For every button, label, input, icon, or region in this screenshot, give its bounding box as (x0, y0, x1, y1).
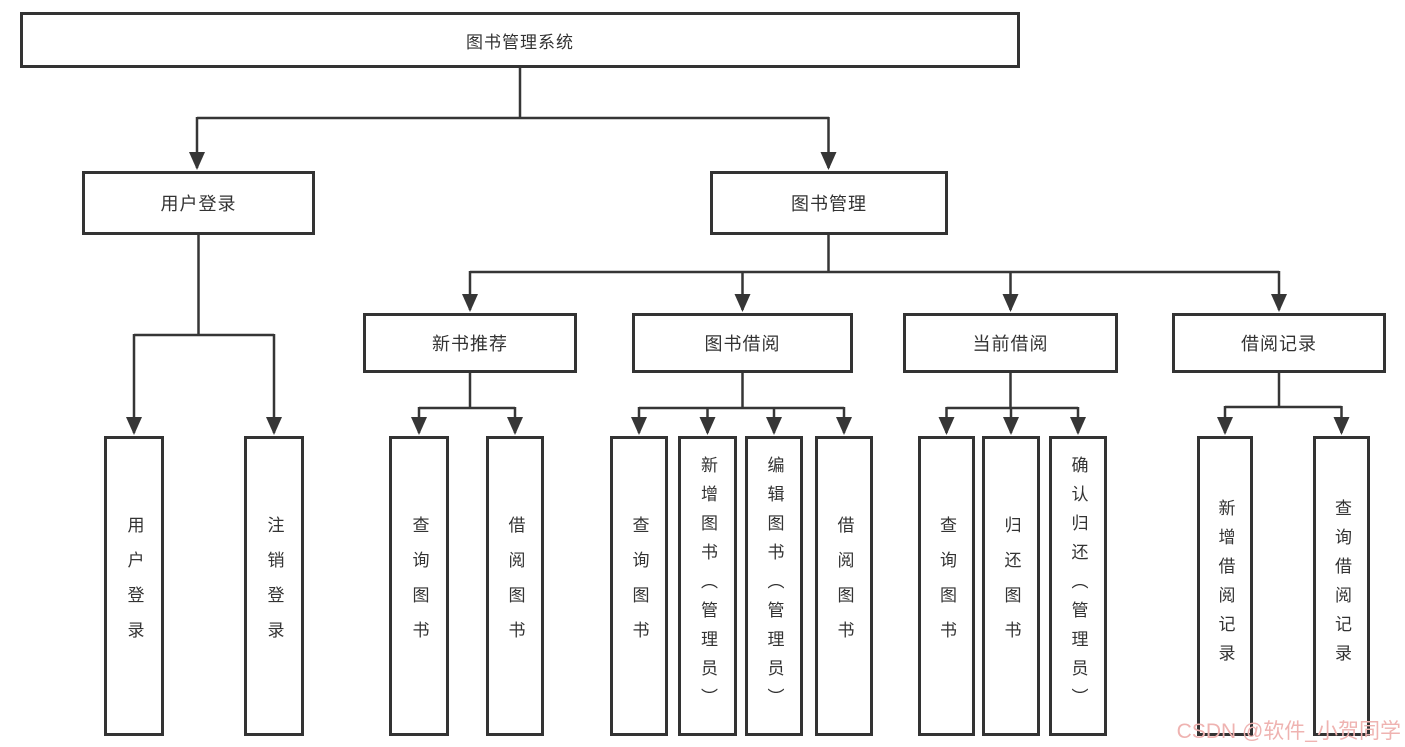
node-current-borrowing: 当前借阅 (903, 313, 1118, 373)
leaf-label: 编辑图书（管理员） (764, 455, 784, 717)
node-label: 图书管理系统 (466, 32, 574, 52)
leaf-return-books: 归还图书 (982, 436, 1040, 736)
node-label: 借阅记录 (1241, 334, 1317, 354)
leaf-label: 借阅图书 (834, 516, 854, 656)
leaf-borrow-books: 借阅图书 (815, 436, 873, 736)
leaf-label: 新增图书（管理员） (698, 455, 717, 717)
leaf-label: 查询图书 (629, 516, 649, 656)
node-label: 图书管理 (791, 194, 867, 214)
leaf-query-borrow-record: 查询借阅记录 (1313, 436, 1370, 736)
csdn-watermark: CSDN @软件_小贺同学 (1176, 720, 1401, 743)
node-label: 用户登录 (160, 194, 237, 214)
leaf-logout: 注销登录 (244, 436, 304, 736)
leaf-query-books: 查询图书 (389, 436, 449, 736)
leaf-label: 查询图书 (937, 516, 956, 656)
leaf-label: 注销登录 (264, 516, 284, 656)
leaf-label: 确认归还（管理员） (1068, 455, 1088, 717)
node-borrowing-records: 借阅记录 (1172, 313, 1386, 373)
node-label: 新书推荐 (432, 334, 508, 354)
leaf-label: 查询借阅记录 (1332, 499, 1351, 673)
leaf-add-books-admin: 新增图书（管理员） (678, 436, 737, 736)
leaf-borrow-books: 借阅图书 (486, 436, 544, 736)
leaf-label: 查询图书 (409, 516, 429, 656)
leaf-label: 归还图书 (1001, 516, 1021, 656)
leaf-query-books: 查询图书 (610, 436, 668, 736)
node-library-management-system: 图书管理系统 (20, 12, 1020, 68)
node-label: 当前借阅 (972, 334, 1049, 354)
node-book-management: 图书管理 (710, 171, 948, 235)
leaf-user-login: 用户登录 (104, 436, 164, 736)
node-new-book-recommend: 新书推荐 (363, 313, 577, 373)
leaf-label: 新增借阅记录 (1215, 499, 1235, 673)
leaf-label: 借阅图书 (505, 516, 525, 656)
leaf-add-borrow-record: 新增借阅记录 (1197, 436, 1253, 736)
leaf-query-books: 查询图书 (918, 436, 975, 736)
node-label: 图书借阅 (704, 334, 781, 354)
leaf-edit-books-admin: 编辑图书（管理员） (745, 436, 803, 736)
node-book-borrowing: 图书借阅 (632, 313, 853, 373)
leaf-label: 用户登录 (124, 516, 144, 656)
leaf-confirm-return-admin: 确认归还（管理员） (1049, 436, 1107, 736)
node-user-login: 用户登录 (82, 171, 315, 235)
